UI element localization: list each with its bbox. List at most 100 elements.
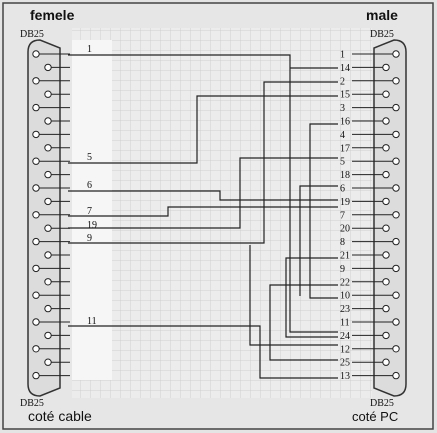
label-strip <box>72 40 112 380</box>
connector-pin <box>392 371 400 380</box>
wire-number: 5 <box>87 152 92 163</box>
connector-pin <box>32 264 40 273</box>
connector-pin <box>32 103 40 112</box>
connector-pin <box>44 304 52 313</box>
female-connector-pins <box>32 50 70 380</box>
connector-pin <box>32 130 40 139</box>
pin-number: 8 <box>340 237 345 248</box>
wire-number: 1 <box>87 44 92 55</box>
connector-pin <box>32 345 40 353</box>
bottom-left-label: coté cable <box>28 408 92 424</box>
connector-pin <box>392 264 400 273</box>
wire-19-to-5 <box>68 157 338 229</box>
pin-number: 1 <box>340 50 345 61</box>
connector-pin <box>382 197 390 206</box>
pin-number: 4 <box>340 130 345 141</box>
pin-number: 24 <box>340 331 350 342</box>
wire-group <box>68 54 338 379</box>
connector-pin <box>392 77 400 85</box>
connector-pin <box>32 318 40 326</box>
wire-number: 19 <box>87 220 97 231</box>
bottom-right-label: coté PC <box>352 409 398 424</box>
grid-panel <box>72 28 372 398</box>
pin-number: 10 <box>340 291 350 302</box>
pin-number: 17 <box>340 143 350 154</box>
connector-pin <box>382 170 390 179</box>
pin-number: 16 <box>340 117 350 128</box>
right-top-label: male <box>366 7 398 23</box>
connector-pin <box>382 117 390 125</box>
connector-pin <box>392 211 400 219</box>
connector-pin <box>392 318 400 326</box>
pin-number: 9 <box>340 264 345 275</box>
connector-pin <box>392 103 400 112</box>
pin-number: 15 <box>340 90 350 101</box>
wire-number: 7 <box>87 206 92 217</box>
pin-number: 19 <box>340 197 350 208</box>
wire-extra-5 <box>249 245 338 346</box>
connector-pin <box>32 184 40 192</box>
pin-number: 20 <box>340 224 350 235</box>
wire-extra-4 <box>285 257 338 338</box>
connector-pin <box>392 291 400 299</box>
connector-pin <box>32 237 40 246</box>
connector-pin <box>382 63 390 72</box>
wire-9-to-6 <box>68 81 338 244</box>
connector-pin <box>32 157 40 165</box>
connector-pin <box>392 50 400 58</box>
right-connector-bottom-label: DB25 <box>370 398 394 409</box>
connector-pin <box>382 224 390 232</box>
wire-number: 11 <box>87 316 97 327</box>
pin-number: 3 <box>340 103 345 114</box>
wire-11-to-13 <box>68 325 338 379</box>
male-connector <box>373 39 407 397</box>
pin-number: 23 <box>340 304 350 315</box>
wire-number: 9 <box>87 233 92 244</box>
connector-pin <box>44 117 52 125</box>
connector-pin <box>44 224 52 232</box>
right-pin-numbers: 1142153164175186197208219221023112412251… <box>340 50 350 383</box>
connector-pin <box>382 251 390 259</box>
wire-number: 6 <box>87 180 92 191</box>
connector-pin <box>392 157 400 165</box>
connector-pin <box>392 130 400 139</box>
left-connector-bottom-label: DB25 <box>20 398 44 409</box>
female-connector <box>27 39 61 397</box>
pin-number: 14 <box>340 63 350 74</box>
pin-number: 22 <box>340 277 350 288</box>
connector-pin <box>382 331 390 340</box>
pin-number: 13 <box>340 371 350 382</box>
connector-pin <box>44 170 52 179</box>
left-connector-label: DB25 <box>20 29 44 40</box>
connector-pin <box>382 358 390 366</box>
connector-pin <box>44 90 52 98</box>
connector-pin <box>32 371 40 380</box>
pin-number: 5 <box>340 157 345 168</box>
pin-number: 7 <box>340 210 345 221</box>
pin-number: 25 <box>340 358 350 369</box>
connector-pin <box>32 291 40 299</box>
pin-number: 6 <box>340 184 345 195</box>
left-top-label: femele <box>30 7 75 23</box>
connector-pin <box>44 358 52 366</box>
connector-pin <box>382 144 390 152</box>
connector-pin <box>44 197 52 206</box>
connector-pin <box>382 278 390 286</box>
connector-pin <box>32 77 40 85</box>
wire-6-to-3 <box>68 190 338 201</box>
pin-number: 2 <box>340 76 345 87</box>
connector-pin <box>382 304 390 313</box>
wire-5-to-2 <box>68 95 338 164</box>
connector-pin <box>32 50 40 58</box>
right-connector-label: DB25 <box>370 29 394 40</box>
connector-pin <box>44 278 52 286</box>
connector-pin <box>44 331 52 340</box>
connector-pin <box>44 251 52 259</box>
pin-number: 11 <box>340 318 350 329</box>
wire-extra-2 <box>309 123 338 299</box>
connector-pin <box>392 345 400 353</box>
wire-extra-3 <box>299 185 338 296</box>
wire-1-to-1 <box>68 54 338 333</box>
